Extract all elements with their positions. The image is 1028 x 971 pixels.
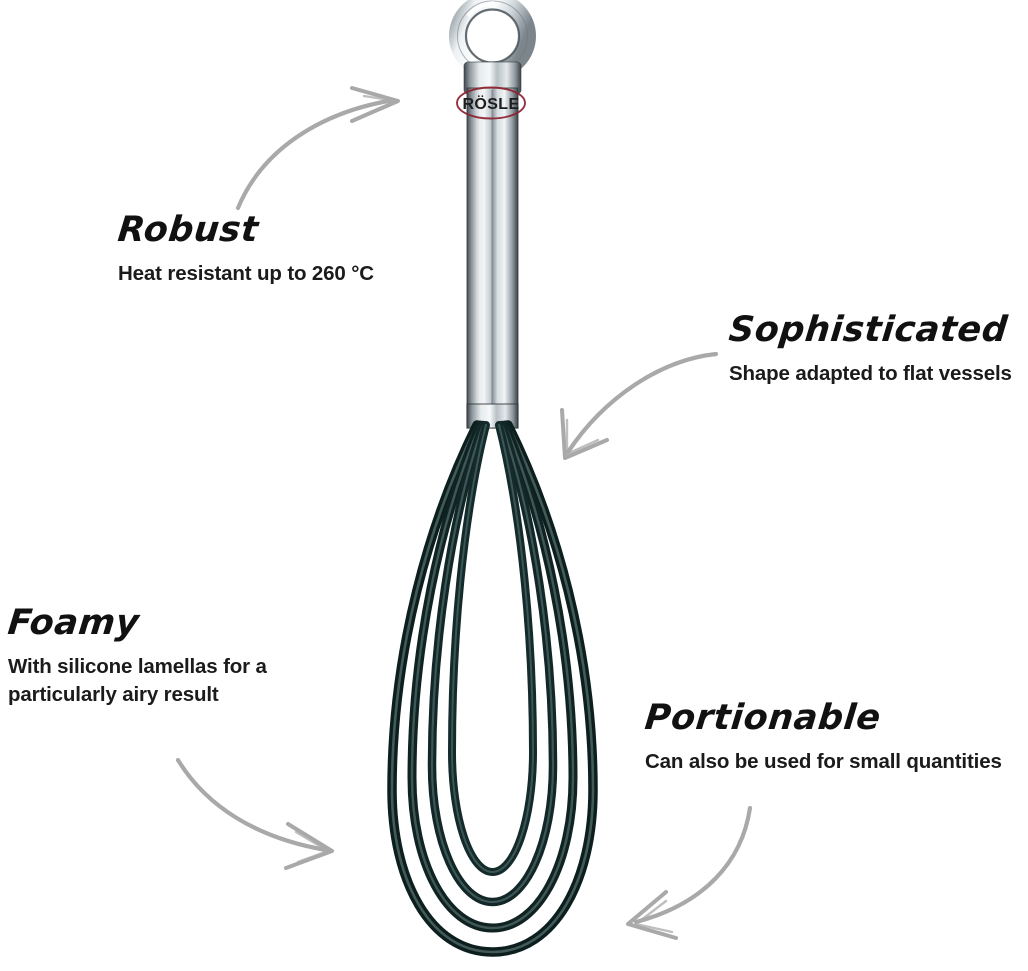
whisk-wires [387, 420, 598, 957]
callout-sophisticated-description-line-1: Shape adapted to flat vessels [729, 361, 1012, 385]
callout-robust: Robust Heat resistant up to 260 °C [115, 210, 374, 288]
callout-foamy-description-line-1: With silicone lamellas for a [8, 654, 267, 678]
callout-sophisticated-description: Shape adapted to flat vessels [729, 360, 1012, 388]
callout-foamy-description: With silicone lamellas for a particularl… [8, 653, 267, 710]
hanging-ring [449, 0, 536, 80]
callout-portionable-description-line-1: Can also be used for small quantities [645, 749, 1002, 773]
callout-foamy-description-line-2: particularly airy result [8, 683, 219, 707]
callout-foamy-title: Foamy [5, 603, 142, 643]
callout-robust-description-line-1: Heat resistant up to 260 °C [118, 261, 374, 285]
arrow-to-tip [626, 805, 753, 940]
arrow-to-wires [560, 351, 719, 460]
callout-sophisticated-title: Sophisticated [726, 310, 1010, 350]
callout-portionable-description: Can also be used for small quantities [645, 748, 1002, 776]
handle-shaft [466, 87, 519, 429]
callout-portionable-title: Portionable [642, 698, 883, 738]
callout-foamy: Foamy With silicone lamellas for a parti… [5, 603, 267, 710]
brand-logo-text: RÖSLE [462, 94, 519, 113]
callout-sophisticated: Sophisticated Shape adapted to flat vess… [726, 310, 1012, 388]
callout-robust-title: Robust [115, 210, 261, 250]
brand-logo: RÖSLE [456, 86, 526, 120]
arrow-to-handle [235, 86, 400, 211]
callout-robust-description: Heat resistant up to 260 °C [118, 260, 374, 288]
arrow-to-lamellas [175, 757, 334, 870]
callout-portionable: Portionable Can also be used for small q… [642, 698, 1002, 776]
handle-collar [463, 61, 522, 95]
